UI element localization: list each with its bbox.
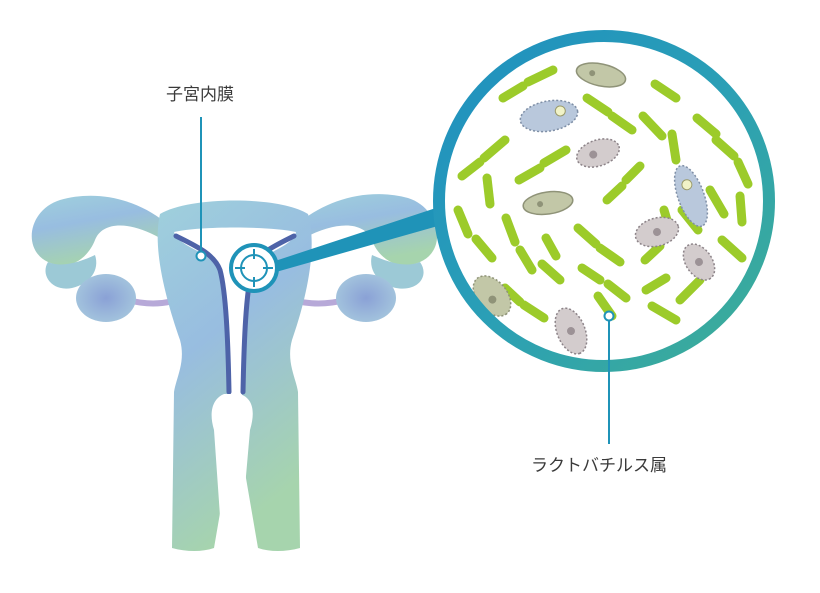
lactobacillus-rod <box>573 223 601 249</box>
magnifier-ring <box>433 30 775 372</box>
magnifier-connector <box>272 204 452 272</box>
lactobacillus-rod <box>479 135 510 163</box>
lactobacillus-label: ラクトバチルス属 <box>531 456 667 476</box>
lactobacillus-rod <box>537 259 565 285</box>
lactobacillus-rod <box>471 234 497 263</box>
lactobacillus-rod <box>717 235 747 263</box>
protozoa-cell <box>673 164 709 228</box>
endometrium-lining-left <box>173 233 232 395</box>
lactobacillus-rod <box>523 65 558 87</box>
lactobacillus-rod <box>647 301 681 325</box>
protozoa-cell <box>575 138 621 168</box>
lactobacillus-rod <box>650 79 681 103</box>
lactobacillus-rod <box>640 241 665 265</box>
endometrium-pointer-dot <box>195 250 207 262</box>
lactobacillus-rod <box>577 263 605 285</box>
uterine-cavity <box>174 227 296 407</box>
lactobacillus-rods <box>453 65 753 325</box>
protozoa-cell <box>519 99 579 133</box>
right-fallopian-tube <box>300 194 438 266</box>
right-ovary <box>336 274 396 322</box>
lactobacillus-rod <box>705 185 729 219</box>
lactobacillus-rod <box>641 273 671 295</box>
protozoa-cell <box>634 216 680 248</box>
vaginal-canal <box>211 394 253 548</box>
uterus-illustration <box>31 194 438 551</box>
lactobacillus-rod <box>603 279 631 303</box>
lactobacillus-rod <box>607 111 637 135</box>
lactobacillus-pointer-dot <box>603 310 615 322</box>
lactobacillus-rod <box>638 111 667 141</box>
lactobacillus-rod <box>667 129 681 165</box>
left-fallopian-tube <box>31 195 165 266</box>
lactobacillus-rod <box>501 213 520 247</box>
endometrium-label: 子宮内膜 <box>166 85 234 105</box>
lactobacillus-rod <box>733 157 753 189</box>
lactobacillus-rod <box>711 135 739 161</box>
lactobacillus-rod <box>595 243 625 267</box>
left-ovary <box>76 274 136 322</box>
lactobacillus-rod <box>457 157 485 181</box>
protozoa-cell <box>554 307 588 355</box>
lactobacillus-rod <box>621 161 645 185</box>
lactobacillus-rod <box>519 300 549 323</box>
lactobacillus-rod <box>675 275 705 305</box>
lactobacillus-rod <box>515 245 537 275</box>
protozoa-cell <box>682 243 716 281</box>
lactobacillus-rod <box>500 283 525 307</box>
lactobacillus-rod <box>541 233 561 261</box>
lactobacillus-rod <box>482 173 495 209</box>
lactobacillus-rod <box>514 163 545 185</box>
lactobacillus-rod <box>582 93 613 117</box>
lactobacillus-rod <box>692 113 721 139</box>
lactobacillus-rod <box>602 181 627 205</box>
left-fimbria <box>45 255 97 289</box>
protozoa-cell <box>522 190 574 216</box>
magnified-view <box>433 30 775 372</box>
protozoa-cell <box>575 62 627 88</box>
lactobacillus-rod <box>498 81 528 103</box>
lactobacillus-rod <box>539 145 571 168</box>
lactobacillus-rod <box>735 191 747 227</box>
lactobacillus-rod <box>453 205 473 239</box>
magnifier-target-icon <box>229 243 279 293</box>
